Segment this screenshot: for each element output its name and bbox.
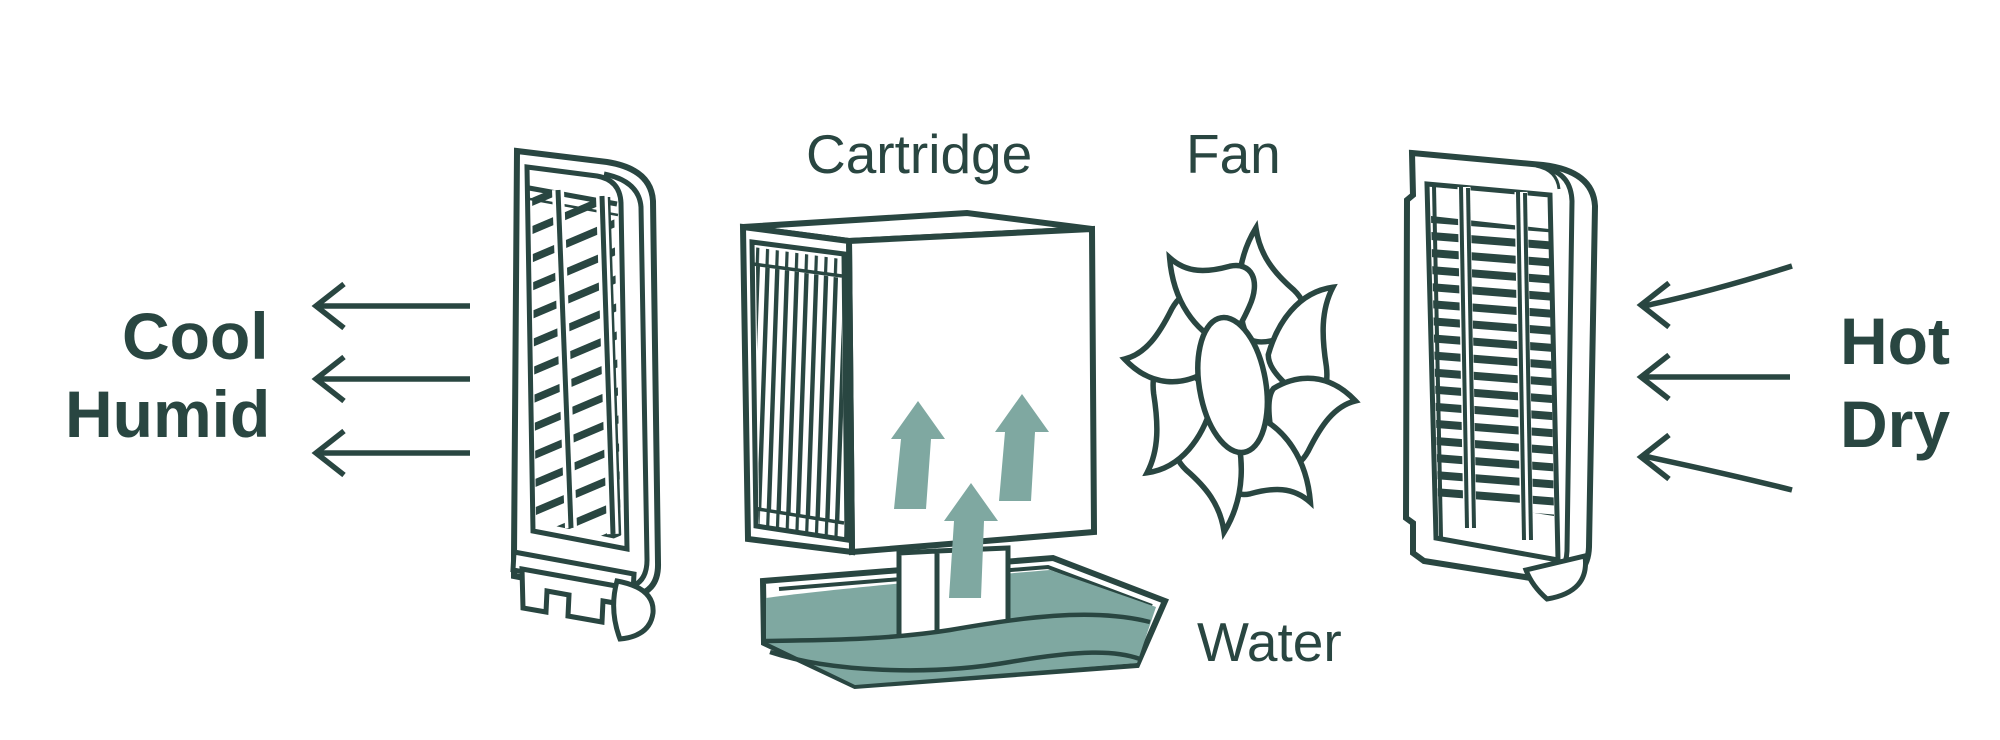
hot-label: Hot [1840,304,1950,378]
dry-label: Dry [1840,387,1951,461]
cool-side-grille-panel [510,147,662,642]
cartridge-grille-face [749,239,850,543]
cool-label: Cool [122,299,269,373]
up-arrow-icon [891,401,945,509]
fan-hub [1187,307,1279,464]
left-arrow-icon [311,354,470,404]
hot-air-arrows [1636,263,1793,493]
cartridge-stem [896,548,940,645]
water-wave-line [765,612,1151,644]
curved-arrow-icon [1636,432,1793,493]
straight-arrow-icon [1636,352,1790,402]
up-arrow-icon [995,394,1049,501]
evaporation-arrows [891,394,1049,598]
cool-air-arrows [311,281,470,478]
fan-label: Fan [1186,123,1281,185]
hot-side-grille-panel [1402,149,1599,602]
left-arrow-icon [311,428,470,478]
shutter-slats [1431,216,1554,516]
fan-icon [1097,192,1382,568]
cartridge-label: Cartridge [806,123,1033,185]
up-arrow-icon [944,483,998,598]
humid-label: Humid [65,377,271,451]
cartridge-illustration [739,209,1170,690]
water-label: Water [1197,611,1342,673]
left-arrow-icon [311,281,470,331]
curved-arrow-icon [1636,263,1793,330]
